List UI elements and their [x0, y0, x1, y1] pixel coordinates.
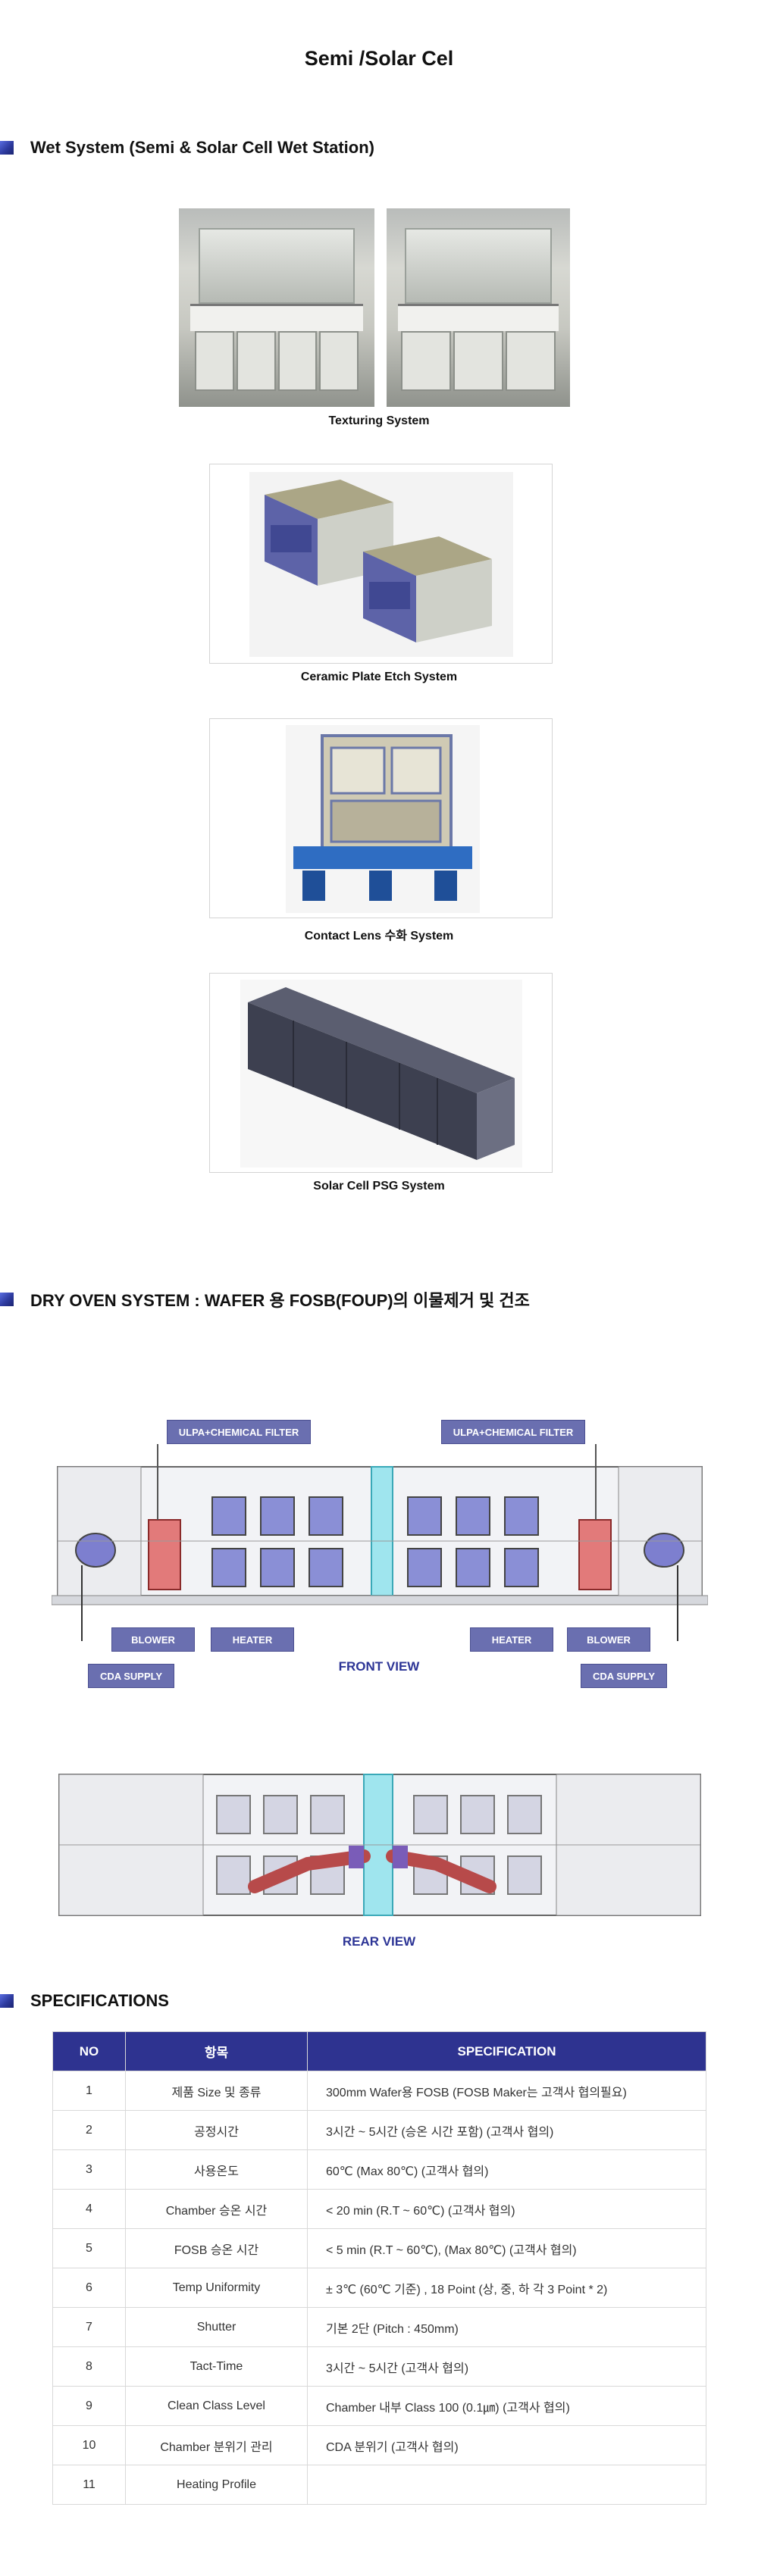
- table-row: 8 Tact-Time 3시간 ~ 5시간 (고객사 협의): [52, 2346, 706, 2387]
- label-cda-right: CDA SUPPLY: [581, 1664, 667, 1688]
- row-item: Shutter: [125, 2307, 308, 2347]
- section-heading-specs: SPECIFICATIONS: [0, 1990, 169, 2012]
- label-heater-left: HEATER: [211, 1627, 294, 1652]
- row-item: Tact-Time: [125, 2346, 308, 2387]
- row-spec: ± 3℃ (60℃ 기준) , 18 Point (상, 중, 하 각 3 Po…: [307, 2268, 706, 2308]
- row-no: 7: [52, 2307, 126, 2347]
- contact-figure: [209, 718, 553, 918]
- row-item: 제품 Size 및 종류: [125, 2071, 308, 2111]
- row-no: 9: [52, 2386, 126, 2426]
- row-spec: < 5 min (R.T ~ 60℃), (Max 80℃) (고객사 협의): [307, 2228, 706, 2268]
- solar-figure: [209, 973, 553, 1173]
- row-item: 사용온도: [125, 2149, 308, 2190]
- table-header-row: NO 항목 SPECIFICATION: [52, 2031, 706, 2071]
- row-spec: 기본 2단 (Pitch : 450mm): [307, 2307, 706, 2347]
- header-no: NO: [52, 2031, 126, 2071]
- label-filter-left: ULPA+CHEMICAL FILTER: [167, 1420, 311, 1444]
- row-no: 6: [52, 2268, 126, 2308]
- label-blower-right: BLOWER: [567, 1627, 650, 1652]
- rear-view-label: REAR VIEW: [342, 1934, 416, 1949]
- section-title-wet: Wet System (Semi & Solar Cell Wet Statio…: [30, 138, 374, 157]
- table-row: 11 Heating Profile: [52, 2465, 706, 2505]
- row-spec: 300mm Wafer용 FOSB (FOSB Maker는 고객사 협의필요): [307, 2071, 706, 2111]
- page-title: Semi /Solar Cel: [304, 47, 454, 70]
- table-row: 3 사용온도 60℃ (Max 80℃) (고객사 협의): [52, 2149, 706, 2190]
- section-bullet-icon: [0, 141, 14, 155]
- row-no: 5: [52, 2228, 126, 2268]
- section-heading-dry: DRY OVEN SYSTEM : WAFER 용 FOSB(FOUP)의 이물…: [0, 1288, 530, 1311]
- label-heater-right: HEATER: [470, 1627, 553, 1652]
- row-item: Heating Profile: [125, 2465, 308, 2505]
- table-row: 1 제품 Size 및 종류 300mm Wafer용 FOSB (FOSB M…: [52, 2071, 706, 2111]
- row-no: 8: [52, 2346, 126, 2387]
- label-filter-right: ULPA+CHEMICAL FILTER: [441, 1420, 585, 1444]
- section-bullet-icon: [0, 1994, 14, 2008]
- texturing-photo-left: [179, 208, 374, 407]
- section-bullet-icon: [0, 1293, 14, 1306]
- ceramic-render: [249, 472, 513, 657]
- solar-render: [240, 980, 522, 1168]
- row-item: Chamber 승온 시간: [125, 2189, 308, 2229]
- table-row: 6 Temp Uniformity ± 3℃ (60℃ 기준) , 18 Poi…: [52, 2268, 706, 2308]
- row-no: 4: [52, 2189, 126, 2229]
- row-item: Chamber 분위기 관리: [125, 2425, 308, 2465]
- texturing-photo-right: [387, 208, 570, 407]
- row-spec: Chamber 내부 Class 100 (0.1㎛) (고객사 협의): [307, 2386, 706, 2426]
- section-title-specs: SPECIFICATIONS: [30, 1991, 169, 2010]
- table-row: 9 Clean Class Level Chamber 내부 Class 100…: [52, 2386, 706, 2426]
- specs-table: NO 항목 SPECIFICATION 1 제품 Size 및 종류 300mm…: [52, 2031, 706, 2505]
- caption-texturing: Texturing System: [328, 414, 430, 427]
- row-no: 3: [52, 2149, 126, 2190]
- ceramic-figure: [209, 464, 553, 664]
- front-view-label: FRONT VIEW: [338, 1659, 420, 1674]
- contact-render: [286, 725, 480, 913]
- row-item: Temp Uniformity: [125, 2268, 308, 2308]
- row-spec: [307, 2465, 706, 2505]
- row-spec: 3시간 ~ 5시간 (승온 시간 포함) (고객사 협의): [307, 2110, 706, 2150]
- oven-rear-diagram: [58, 1774, 701, 1916]
- caption-contact: Contact Lens 수화 System: [304, 930, 454, 943]
- row-spec: < 20 min (R.T ~ 60℃) (고객사 협의): [307, 2189, 706, 2229]
- row-item: FOSB 승온 시간: [125, 2228, 308, 2268]
- table-row: 4 Chamber 승온 시간 < 20 min (R.T ~ 60℃) (고객…: [52, 2189, 706, 2229]
- table-row: 2 공정시간 3시간 ~ 5시간 (승온 시간 포함) (고객사 협의): [52, 2110, 706, 2150]
- row-item: 공정시간: [125, 2110, 308, 2150]
- table-row: 7 Shutter 기본 2단 (Pitch : 450mm): [52, 2307, 706, 2347]
- label-cda-left: CDA SUPPLY: [88, 1664, 174, 1688]
- row-no: 2: [52, 2110, 126, 2150]
- table-row: 5 FOSB 승온 시간 < 5 min (R.T ~ 60℃), (Max 8…: [52, 2228, 706, 2268]
- row-spec: 60℃ (Max 80℃) (고객사 협의): [307, 2149, 706, 2190]
- row-item: Clean Class Level: [125, 2386, 308, 2426]
- header-item: 항목: [125, 2031, 308, 2071]
- row-spec: 3시간 ~ 5시간 (고객사 협의): [307, 2346, 706, 2387]
- oven-front-diagram: [52, 1444, 708, 1641]
- label-blower-left: BLOWER: [111, 1627, 195, 1652]
- caption-ceramic: Ceramic Plate Etch System: [300, 671, 458, 683]
- row-spec: CDA 분위기 (고객사 협의): [307, 2425, 706, 2465]
- section-heading-wet: Wet System (Semi & Solar Cell Wet Statio…: [0, 136, 374, 159]
- texturing-photos: [179, 208, 570, 407]
- row-no: 10: [52, 2425, 126, 2465]
- row-no: 11: [52, 2465, 126, 2505]
- header-spec: SPECIFICATION: [307, 2031, 706, 2071]
- table-row: 10 Chamber 분위기 관리 CDA 분위기 (고객사 협의): [52, 2425, 706, 2465]
- caption-solar: Solar Cell PSG System: [313, 1180, 445, 1193]
- section-title-dry: DRY OVEN SYSTEM : WAFER 용 FOSB(FOUP)의 이물…: [30, 1291, 530, 1310]
- row-no: 1: [52, 2071, 126, 2111]
